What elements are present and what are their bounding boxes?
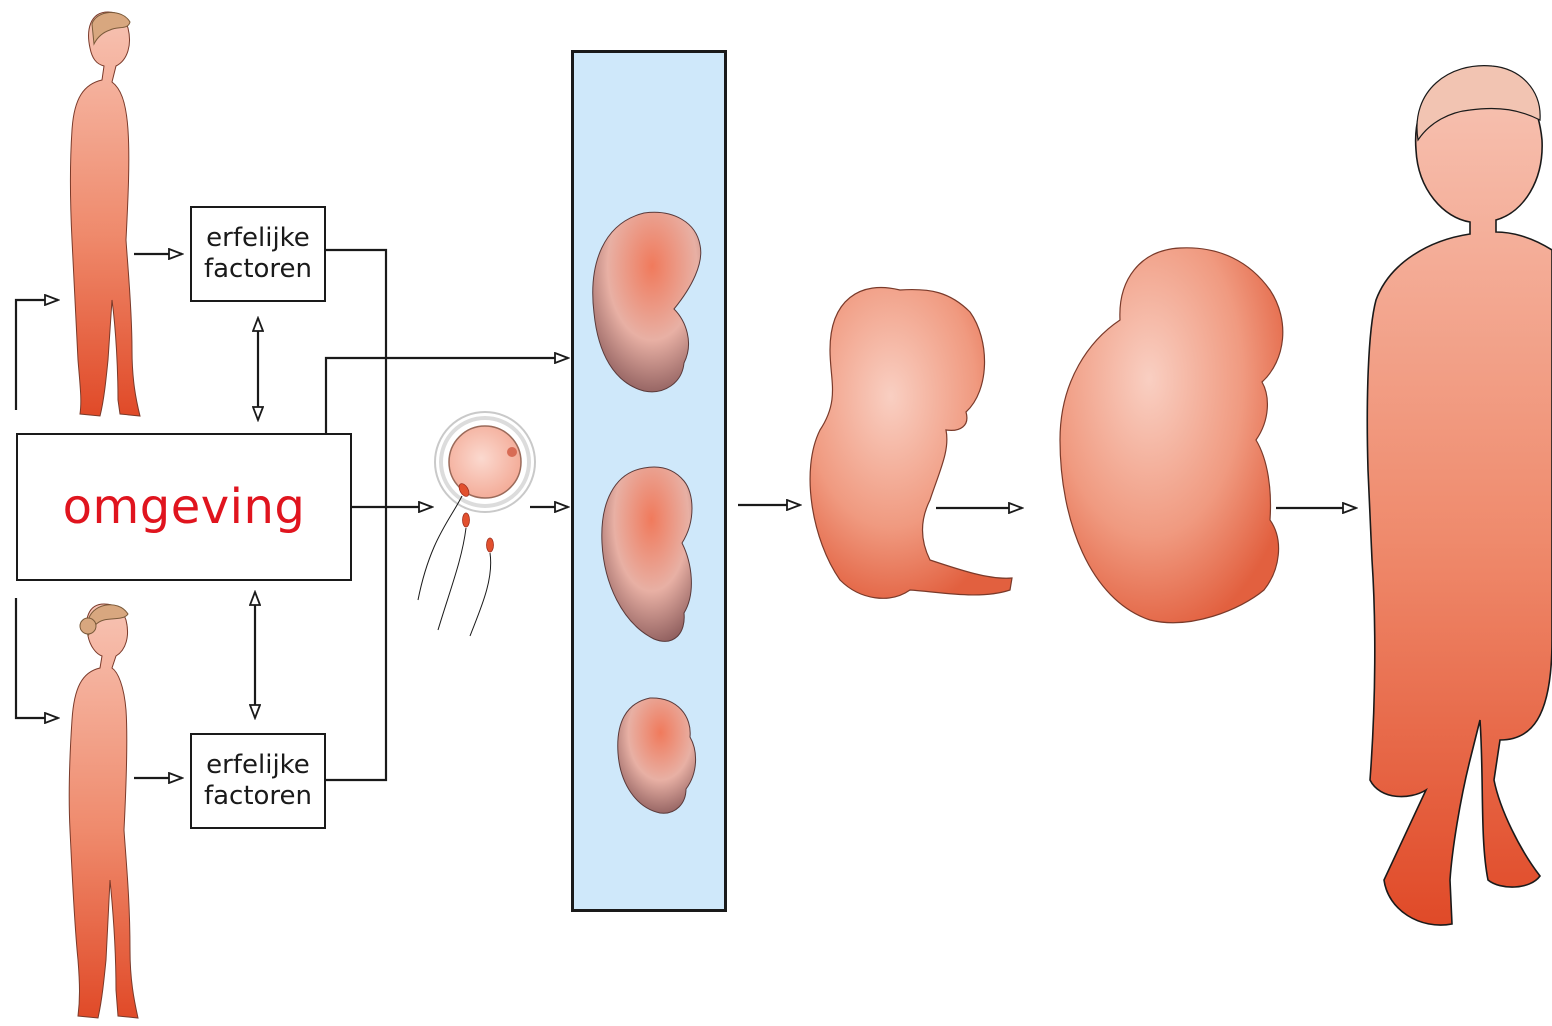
env-to-embryo-line bbox=[326, 358, 568, 433]
embryo-stage-2 bbox=[602, 467, 692, 641]
hereditary-factors-box-top: erfelijke factoren bbox=[190, 206, 326, 302]
fetus-early bbox=[810, 288, 1012, 599]
hereditary-factors-top-line1: erfelijke bbox=[206, 223, 310, 254]
environment-box: omgeving bbox=[16, 433, 352, 581]
fetus-late bbox=[1060, 248, 1283, 623]
child-figure bbox=[1367, 66, 1552, 925]
embryo-stages bbox=[574, 53, 724, 909]
hereditary-factors-bottom-line2: factoren bbox=[204, 781, 312, 812]
embryo-stage-1 bbox=[593, 212, 701, 391]
mother-figure bbox=[69, 604, 138, 1018]
embryo-stage-3 bbox=[618, 698, 696, 813]
fertilization-illustration bbox=[418, 412, 535, 636]
environment-label: omgeving bbox=[63, 479, 306, 535]
embryo-stages-panel bbox=[571, 50, 727, 912]
hereditary-factors-box-bottom: erfelijke factoren bbox=[190, 733, 326, 829]
father-figure bbox=[71, 12, 141, 416]
hereditary-factors-top-line2: factoren bbox=[204, 254, 312, 285]
env-to-mother-line bbox=[16, 598, 58, 718]
hereditary-factors-bottom-line1: erfelijke bbox=[206, 750, 310, 781]
env-to-father-line bbox=[16, 300, 58, 410]
